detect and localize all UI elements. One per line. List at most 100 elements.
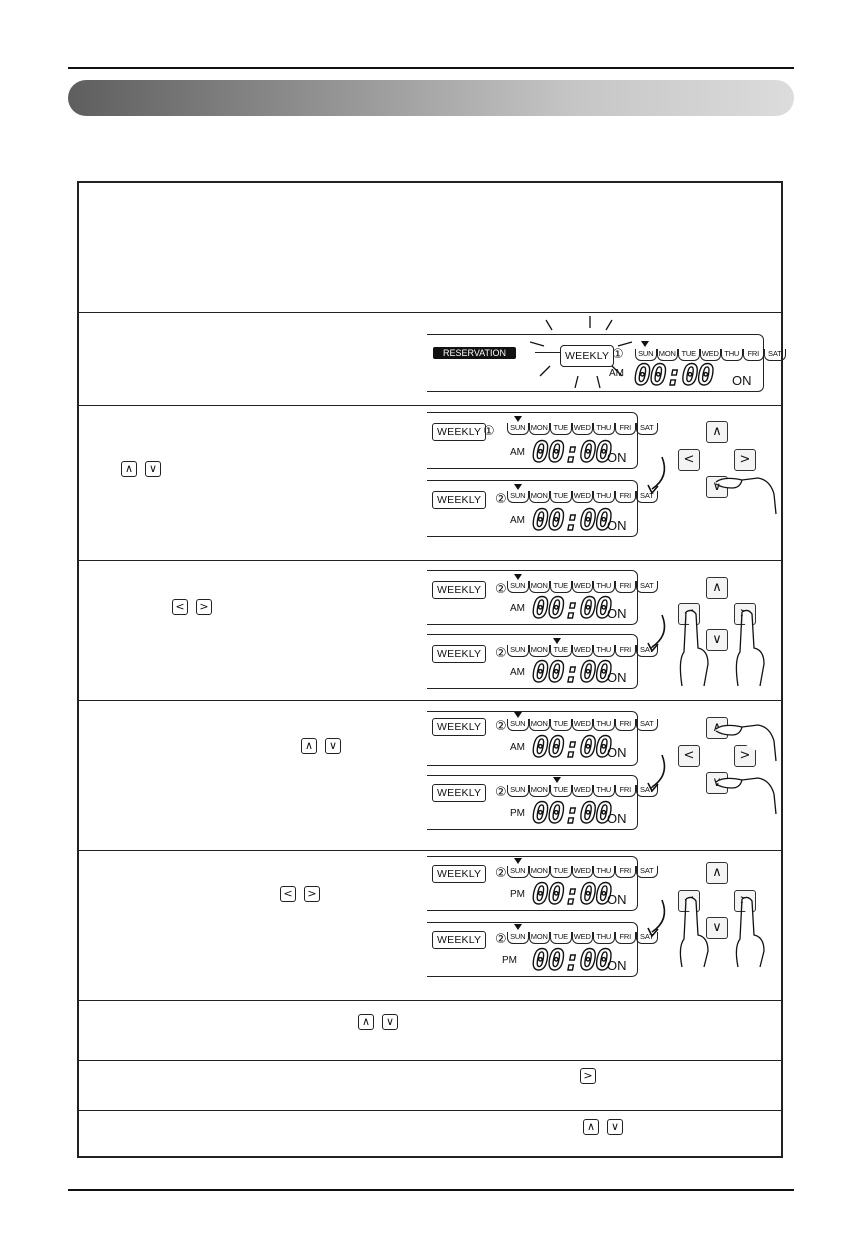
day-label: WED [571, 581, 593, 593]
day-label: WED [571, 932, 593, 944]
am-indicator: AM [510, 603, 525, 614]
day-label: TUE [550, 785, 572, 797]
am-indicator: AM [510, 667, 525, 678]
day-label: THU [721, 349, 743, 361]
down-key-icon: ∨ [382, 1014, 398, 1030]
am-indicator: AM [510, 515, 525, 526]
day-label: SAT [636, 719, 658, 731]
right-key-icon: > [196, 599, 212, 615]
day-marker-icon [514, 574, 522, 580]
on-indicator: ON [607, 745, 627, 760]
day-label: SUN [507, 719, 529, 731]
day-label: WED [571, 719, 593, 731]
day-label: MON [528, 785, 550, 797]
day-label: SUN [507, 491, 529, 503]
day-label: SAT [636, 645, 658, 657]
up-key-icon: ∧ [358, 1014, 374, 1030]
right-button-icon: > [734, 745, 756, 767]
day-label: TUE [550, 932, 572, 944]
on-indicator: ON [607, 811, 627, 826]
day-label: SUN [507, 866, 529, 878]
weekly-indicator: WEEKLY [560, 345, 615, 367]
curved-arrow-icon [647, 456, 666, 495]
day-label: THU [593, 581, 615, 593]
day-label: WED [571, 423, 593, 435]
weekly-indicator: WEEKLY [432, 645, 487, 663]
up-button-icon: ∧ [706, 862, 728, 884]
up-key-icon: ∧ [583, 1119, 599, 1135]
time-digits: 00:00 [531, 592, 613, 625]
curved-arrow-icon [647, 614, 666, 653]
am-indicator: AM [510, 742, 525, 753]
day-label: THU [593, 719, 615, 731]
day-label: MON [656, 349, 678, 361]
program-number: ② [495, 719, 507, 734]
up-button-icon: ∧ [706, 577, 728, 599]
curved-arrow-icon [647, 754, 666, 793]
section-header-bar [68, 80, 794, 116]
day-label: MON [528, 423, 550, 435]
day-label: TUE [550, 423, 572, 435]
right-key-icon: > [304, 886, 320, 902]
program-number: ② [495, 932, 507, 947]
day-label: MON [528, 719, 550, 731]
up-key-icon: ∧ [301, 738, 317, 754]
left-key-icon: < [172, 599, 188, 615]
day-label: TUE [550, 645, 572, 657]
day-label: FRI [614, 785, 636, 797]
time-digits: 00:00 [531, 944, 613, 977]
weekly-indicator: WEEKLY [432, 581, 487, 599]
day-label: TUE [550, 491, 572, 503]
left-key-icon: < [280, 886, 296, 902]
weekly-indicator: WEEKLY [432, 491, 487, 509]
day-label: MON [528, 645, 550, 657]
day-marker-icon [514, 484, 522, 490]
down-key-icon: ∨ [607, 1119, 623, 1135]
day-marker-icon [553, 638, 561, 644]
day-label: SUN [507, 785, 529, 797]
on-indicator: ON [607, 450, 627, 465]
day-label: FRI [614, 866, 636, 878]
on-indicator: ON [607, 892, 627, 907]
day-marker-icon [553, 777, 561, 783]
day-label: SUN [507, 645, 529, 657]
hand-pointer-icon [679, 609, 709, 687]
up-button-icon: ∧ [706, 421, 728, 443]
time-digits: 00:00 [531, 436, 613, 469]
program-number: ② [495, 785, 507, 800]
down-key-icon: ∨ [325, 738, 341, 754]
time-digits: 00:00 [531, 656, 613, 689]
day-label: FRI [614, 423, 636, 435]
row-divider [77, 850, 783, 851]
time-digits: 00:00 [531, 731, 613, 764]
blink-rays-icon [530, 316, 633, 389]
row-divider [77, 560, 783, 561]
row-divider [77, 312, 783, 313]
day-label: SUN [507, 581, 529, 593]
day-label: FRI [742, 349, 764, 361]
day-label: THU [593, 491, 615, 503]
on-indicator: ON [607, 606, 627, 621]
day-label: WED [571, 645, 593, 657]
day-label: TUE [550, 866, 572, 878]
hand-pointer-icon [715, 477, 777, 515]
down-key-icon: ∨ [145, 461, 161, 477]
day-marker-icon [514, 924, 522, 930]
left-button-icon: < [678, 745, 700, 767]
day-label: SAT [636, 932, 658, 944]
day-label: SAT [636, 491, 658, 503]
day-marker-icon [514, 712, 522, 718]
day-label: WED [571, 785, 593, 797]
weekly-indicator: WEEKLY [432, 865, 487, 883]
row-divider [77, 1110, 783, 1111]
